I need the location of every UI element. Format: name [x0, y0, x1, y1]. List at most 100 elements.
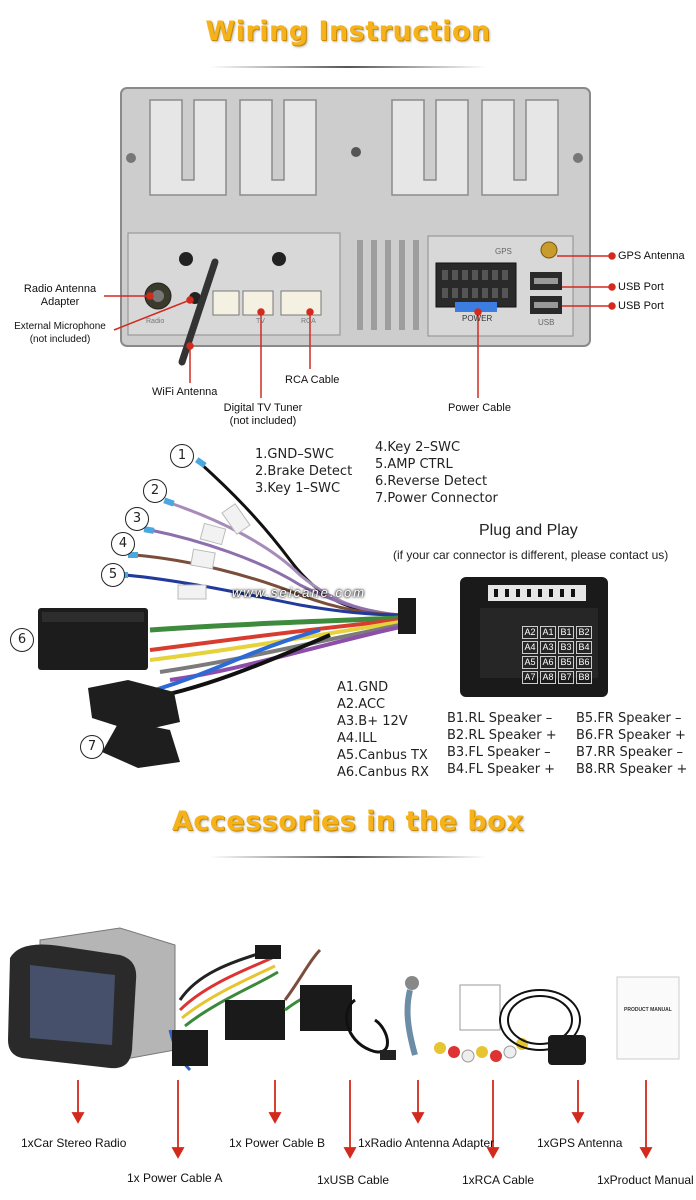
car-stereo-illustration: [8, 927, 176, 1069]
pin-cell: A4: [522, 641, 538, 654]
wire-legend-item: 1.GND–SWC: [255, 447, 334, 462]
pin-list-item: B7.RR Speaker –: [576, 745, 684, 760]
wire-legend-item: 5.AMP CTRL: [375, 457, 453, 472]
accessory-label-power-b: 1x Power Cable B: [229, 1136, 326, 1150]
callout-rca-cable: RCA Cable: [285, 374, 340, 386]
panel-label-gps: GPS: [495, 247, 512, 256]
wire-legend-item: 6.Reverse Detect: [375, 474, 488, 489]
pin-cell: A3: [540, 641, 556, 654]
pin-list-item: B2.RL Speaker +: [447, 728, 557, 743]
callout-gps-antenna: GPS Antenna: [618, 250, 685, 262]
pin-list-item: B3.FL Speaker –: [447, 745, 551, 760]
pin-cell: B1: [558, 626, 574, 639]
callout-power-cable: Power Cable: [448, 402, 511, 414]
wire-legend-item: 2.Brake Detect: [255, 464, 353, 479]
harness-number-3: 3: [125, 507, 149, 531]
harness-number-4: 4: [111, 532, 135, 556]
accessory-label-stereo: 1xCar Stereo Radio: [21, 1136, 127, 1150]
pin-cell: B3: [558, 641, 574, 654]
rca-connector: [280, 290, 322, 316]
pin-cell: A7: [522, 671, 538, 684]
radio-antenna-adapter-illustration: [404, 989, 418, 1056]
wire-legend-item: 4.Key 2–SWC: [375, 440, 461, 455]
pin-list-b2: B5.FR Speaker – B6.FR Speaker + B7.RR Sp…: [576, 710, 687, 778]
pin-list-item: A2.ACC: [337, 697, 386, 712]
power-cable-b-illustration: [225, 1000, 285, 1040]
pin-cell: A2: [522, 626, 538, 639]
pin-cell: B6: [576, 656, 592, 669]
pin-cell: B5: [558, 656, 574, 669]
pin-list-item: A4.ILL: [337, 731, 377, 746]
panel-label-power: POWER: [462, 314, 493, 323]
pin-cell: A1: [540, 626, 556, 639]
accessory-label-gps: 1xGPS Antenna: [537, 1136, 623, 1150]
harness-number-7: 7: [80, 735, 104, 759]
pin-list-item: B5.FR Speaker –: [576, 711, 682, 726]
plug-and-play-subtitle: (if your car connector is different, ple…: [393, 548, 669, 562]
manual-cover-text: PRODUCT MANUAL: [624, 1007, 672, 1013]
center-screw: [351, 147, 361, 157]
title-divider: [210, 856, 486, 858]
callout-lines: [104, 252, 616, 398]
pin-list-item: A5.Canbus TX: [337, 748, 428, 763]
accessory-label-manual: 1xProduct Manual: [597, 1173, 694, 1187]
pin-list-item: A1.GND: [337, 680, 389, 695]
pin-list-item: B4.FL Speaker +: [447, 762, 556, 777]
panel-label-radio: Radio: [146, 318, 165, 325]
pin-cell: B2: [576, 626, 592, 639]
panel-label-rca: RCA: [301, 318, 316, 325]
accessory-arrows: [71, 1080, 653, 1159]
harness-number-5: 5: [101, 563, 125, 587]
pin-cell: A6: [540, 656, 556, 669]
title-divider: [210, 66, 486, 68]
gps-jack: [540, 241, 558, 259]
accessory-label-usb: 1xUSB Cable: [317, 1173, 390, 1187]
callout-digital-tv: Digital TV Tuner (not included): [223, 402, 303, 427]
pin-list-a: A1.GND A2.ACC A3.B+ 12V A4.ILL A5.Canbus…: [337, 679, 429, 781]
pin-cell: A5: [522, 656, 538, 669]
pin-list-item: B1.RL Speaker –: [447, 711, 553, 726]
wire-tags: [177, 503, 251, 600]
accessory-label-rca: 1xRCA Cable: [462, 1173, 535, 1187]
car-power-connector: [88, 680, 180, 768]
product-manual-illustration: [616, 976, 680, 1060]
callout-usb-port-1: USB Port: [618, 281, 664, 293]
plug-and-play-title: Plug and Play: [479, 522, 578, 539]
pin-list-item: A6.Canbus RX: [337, 765, 429, 780]
pin-grid: A2 A1 B1 B2 A4 A3 B3 B4 A5 A6 B5 B6 A7 A…: [522, 626, 594, 684]
wire-legend-item: 7.Power Connector: [375, 491, 498, 506]
watermark: www.seicane.com: [232, 585, 367, 600]
callout-wifi-antenna: WiFi Antenna: [152, 386, 218, 398]
harness-wires: [124, 461, 401, 702]
callout-usb-port-2: USB Port: [618, 300, 664, 312]
pin-cell: B4: [576, 641, 592, 654]
wire-legend-item: 3.Key 1–SWC: [255, 481, 341, 496]
tv-connector-1: [212, 290, 240, 316]
accessory-label-radio-antenna: 1xRadio Antenna Adapter: [358, 1136, 495, 1150]
wire-legend-left: 1.GND–SWC 2.Brake Detect 3.Key 1–SWC: [255, 446, 352, 497]
usb-cable-illustration: [345, 998, 389, 1054]
accessory-label-power-a: 1x Power Cable A: [127, 1171, 223, 1185]
power-fuse: [455, 302, 497, 312]
accessories-title: Accessories in the box: [171, 806, 525, 837]
harness-number-6: 6: [10, 628, 34, 652]
wiring-title: Wiring Instruction: [205, 16, 491, 47]
callout-external-mic: External Microphone (not included): [14, 321, 106, 345]
pin-list-item: B6.FR Speaker +: [576, 728, 686, 743]
panel-label-tv: TV: [256, 318, 265, 325]
harness-number-2: 2: [143, 479, 167, 503]
canbus-box: [38, 608, 148, 670]
pin-list-b1: B1.RL Speaker – B2.RL Speaker + B3.FL Sp…: [447, 710, 557, 778]
pin-cell: A8: [540, 671, 556, 684]
pin-cell: B8: [576, 671, 592, 684]
gps-antenna-illustration: [499, 989, 586, 1065]
vent-slots: [149, 99, 559, 196]
pin-list-item: A3.B+ 12V: [337, 714, 408, 729]
panel-label-usb: USB: [538, 318, 555, 327]
main-harness-connector: [398, 598, 416, 634]
pin-list-item: B8.RR Speaker +: [576, 762, 688, 777]
callout-radio-antenna: Radio Antenna Adapter: [23, 283, 97, 308]
harness-number-1: 1: [170, 444, 194, 468]
